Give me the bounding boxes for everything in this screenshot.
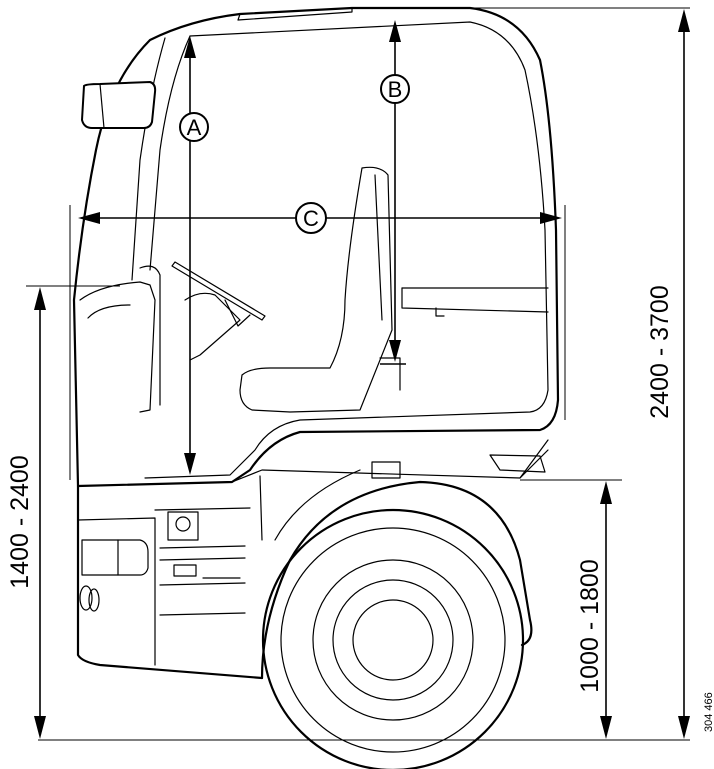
dimension-total-height: 2400 - 3700 bbox=[646, 9, 690, 739]
label-a: A bbox=[187, 115, 202, 140]
dimension-c: C bbox=[78, 202, 562, 234]
label-c: C bbox=[303, 206, 319, 231]
extension-lines bbox=[26, 7, 690, 741]
dimension-floor-height: 1400 - 2400 bbox=[6, 287, 46, 739]
dimension-frame-height: 1000 - 1800 bbox=[576, 481, 612, 739]
reference-number: 304 466 bbox=[703, 692, 714, 732]
dimension-a: A bbox=[179, 36, 209, 475]
front-wheel bbox=[261, 508, 525, 769]
total-height-value: 2400 - 3700 bbox=[646, 285, 674, 418]
dimension-b: B bbox=[380, 20, 410, 365]
label-b: B bbox=[388, 77, 403, 102]
floor-height-value: 1400 - 2400 bbox=[6, 455, 34, 588]
frame-height-value: 1000 - 1800 bbox=[576, 559, 604, 692]
